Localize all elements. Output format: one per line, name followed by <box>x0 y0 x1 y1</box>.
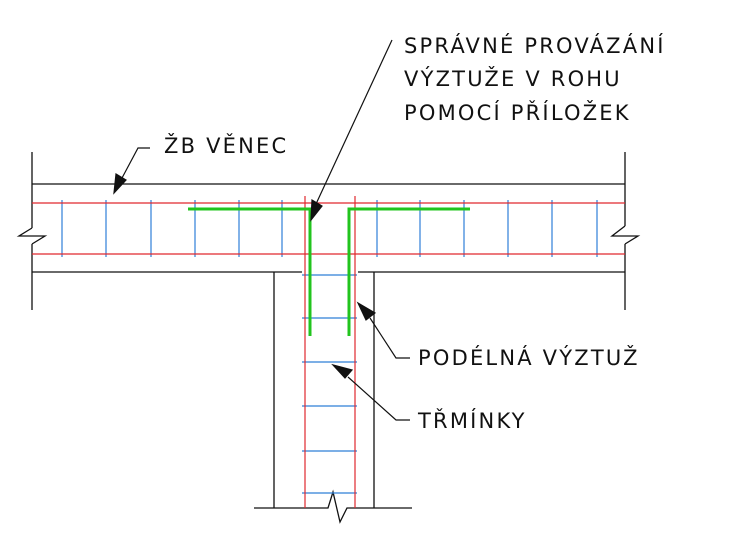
bottom-break-line <box>254 489 412 524</box>
label-correct-lap-line3: POMOCÍ PŘÍLOŽEK <box>404 100 631 125</box>
leader-line-lap <box>315 39 393 205</box>
right-break-symbol <box>610 225 641 245</box>
arrowhead-stirrups <box>331 363 354 379</box>
label-longitudinal-reinforcement: PODÉLNÁ VÝZTUŽ <box>418 345 640 370</box>
concrete-outline <box>16 152 641 524</box>
label-correct-lap-line1: SPRÁVNÉ PROVÁZÁNÍ <box>404 33 666 58</box>
leader-line-stirrups <box>347 376 410 421</box>
label-ring-beam: ŽB VĚNEC <box>164 133 288 158</box>
label-correct-lap-line2: VÝZTUŽE V ROHU <box>404 66 622 91</box>
label-stirrups: TŘMÍNKY <box>417 408 527 433</box>
longitudinal-bars <box>32 196 625 508</box>
left-break-symbol <box>16 227 48 245</box>
leader-line-longitudinal <box>369 317 410 359</box>
leaders <box>113 39 410 421</box>
arrowhead-longitudinal <box>356 301 377 321</box>
lap-bar-left <box>188 207 312 336</box>
leader-line-ring-beam <box>121 147 150 179</box>
arrowhead-lap <box>310 198 323 222</box>
lap-bar-right <box>347 207 470 336</box>
arrowhead-ring-beam <box>113 173 127 195</box>
lap-splice-bars <box>188 207 470 336</box>
